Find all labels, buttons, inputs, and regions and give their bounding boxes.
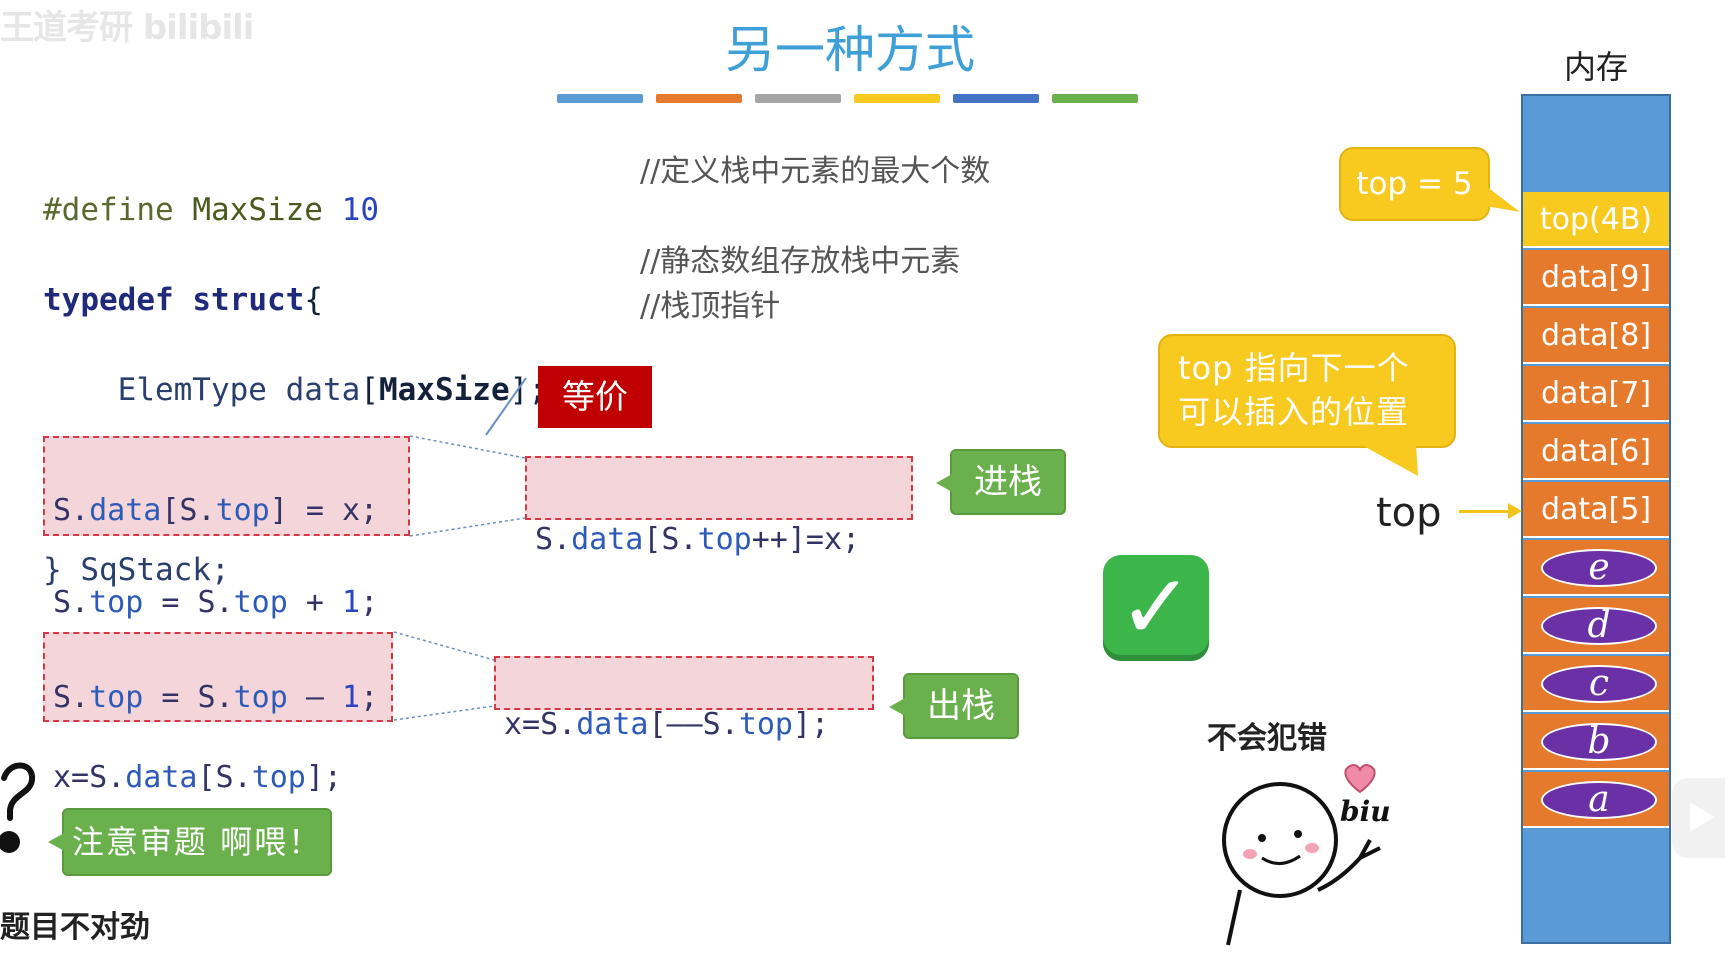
comment-data: //静态数组存放栈中元素 bbox=[640, 244, 961, 279]
top-note-line1: top 指向下一个 bbox=[1178, 349, 1410, 387]
biu-text: biu bbox=[1340, 795, 1391, 828]
watermark: 王道考研 bilibili bbox=[0, 8, 254, 48]
stick-figure-icon bbox=[1222, 782, 1381, 946]
top-value-text: top = 5 bbox=[1356, 166, 1473, 202]
struct-keyword: struct bbox=[192, 282, 305, 318]
pop-two-step-box: S.top = S.top – 1; x=S.data[S.top]; bbox=[43, 632, 393, 795]
attention-text: 注意审题 啊喂！ bbox=[71, 823, 323, 861]
top-pointer-arrow-icon bbox=[1508, 503, 1522, 519]
push-combined-box: S.data[S.top++]=x; bbox=[525, 456, 913, 557]
top-value-callout: top = 5 bbox=[1339, 147, 1490, 221]
top-note-callout: top 指向下一个 可以插入的位置 bbox=[1158, 334, 1456, 448]
check-mark-icon: ✓ bbox=[1103, 555, 1209, 661]
title-color-bar bbox=[755, 94, 841, 103]
memory-label: 内存 bbox=[1564, 48, 1629, 86]
title-color-bar bbox=[656, 94, 742, 103]
push-line-increment: S.top = S.top + 1; bbox=[53, 585, 379, 620]
push-two-step-box: S.data[S.top] = x; S.top = S.top + 1; bbox=[43, 436, 410, 620]
top-value-callout-tail bbox=[1486, 186, 1520, 212]
memory-cell-e: e bbox=[1523, 540, 1669, 596]
no-mistake-caption: 不会犯错 bbox=[1207, 721, 1327, 756]
title-color-bar bbox=[854, 94, 940, 103]
push-tag-tail bbox=[936, 473, 954, 493]
code-line-define: #define MaxSize 10 bbox=[43, 188, 547, 233]
maxsize-ref: MaxSize bbox=[378, 372, 510, 408]
pop-tag-label: 出栈 bbox=[927, 686, 995, 726]
push-tag-label: 进栈 bbox=[974, 462, 1042, 502]
push-line-assign: S.data[S.top] = x; bbox=[53, 493, 379, 528]
data-field: data bbox=[285, 372, 361, 408]
element-e: e bbox=[1541, 549, 1657, 587]
pop-tag-tail bbox=[889, 697, 907, 717]
memory-cell-a: a bbox=[1523, 772, 1669, 828]
top-note-callout-tail bbox=[1360, 444, 1418, 476]
element-d: d bbox=[1541, 607, 1657, 645]
code-line-close: } SqStack; bbox=[43, 548, 547, 593]
maxsize-value: 10 bbox=[341, 192, 379, 228]
maxsize-macro: MaxSize bbox=[192, 192, 323, 228]
slide-title: 另一种方式 bbox=[725, 21, 975, 79]
pop-combined-box: x=S.data[––S.top]; bbox=[494, 656, 874, 742]
equivalent-label: 等价 bbox=[538, 366, 652, 428]
element-a: a bbox=[1541, 781, 1657, 819]
top-note-line2: 可以插入的位置 bbox=[1178, 393, 1410, 431]
element-c: c bbox=[1541, 665, 1657, 703]
sqstack-name: } SqStack; bbox=[43, 552, 230, 588]
pop-line-decrement: S.top = S.top – 1; bbox=[53, 680, 379, 715]
memory-cell-data9: data[9] bbox=[1523, 250, 1669, 306]
title-color-bar bbox=[557, 94, 643, 103]
element-b: b bbox=[1541, 723, 1657, 761]
top-pointer-label: top bbox=[1376, 490, 1442, 536]
question-mark-icon bbox=[0, 762, 35, 853]
typedef-keyword: typedef bbox=[43, 282, 174, 318]
title-color-bar bbox=[953, 94, 1039, 103]
memory-cell-data8: data[8] bbox=[1523, 308, 1669, 364]
memory-cell-c: c bbox=[1523, 656, 1669, 712]
memory-cell-b: b bbox=[1523, 714, 1669, 770]
attention-callout: 注意审题 啊喂！ bbox=[48, 808, 332, 876]
pop-line-read: x=S.data[S.top]; bbox=[53, 760, 342, 795]
comment-maxsize: //定义栈中元素的最大个数 bbox=[640, 154, 991, 189]
define-directive: #define bbox=[43, 192, 174, 228]
memory-cell-d: d bbox=[1523, 598, 1669, 654]
memory-cell-data7: data[7] bbox=[1523, 366, 1669, 422]
open-bracket: [ bbox=[360, 372, 379, 408]
memory-cell-top: top(4B) bbox=[1523, 192, 1669, 248]
elemtype-type: ElemType bbox=[117, 372, 267, 408]
memory-cell-data6: data[6] bbox=[1523, 424, 1669, 480]
wrong-question-caption: 题目不对劲 bbox=[0, 910, 150, 945]
play-button[interactable] bbox=[1672, 778, 1725, 858]
memory-column: top(4B) data[9] data[8] data[7] data[6] … bbox=[1521, 94, 1671, 944]
pop-tag: 出栈 bbox=[889, 673, 1019, 739]
attention-callout-tail bbox=[48, 832, 66, 852]
title-color-bar bbox=[1052, 94, 1138, 103]
comment-top: //栈顶指针 bbox=[640, 289, 781, 324]
push-tag: 进栈 bbox=[936, 449, 1066, 515]
play-icon bbox=[1690, 802, 1714, 832]
open-brace: { bbox=[304, 282, 323, 318]
code-line-typedef: typedef struct{ bbox=[43, 278, 547, 323]
pop-combined-code: x=S.data[––S.top]; bbox=[504, 707, 830, 742]
memory-cell-data5: data[5] bbox=[1523, 482, 1669, 538]
heart-icon bbox=[1344, 764, 1376, 794]
push-combined-code: S.data[S.top++]=x; bbox=[535, 522, 861, 557]
top-pointer-arrow-line bbox=[1459, 510, 1513, 513]
